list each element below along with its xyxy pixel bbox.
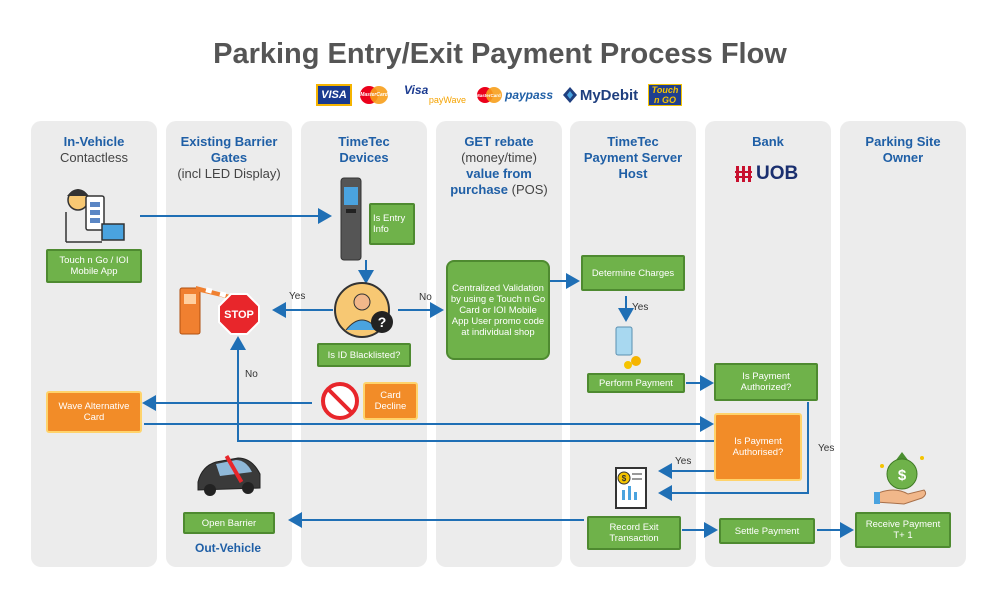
timetec-kiosk-icon: [340, 177, 362, 261]
mastercard-logo: MasterCard: [356, 84, 392, 106]
stop-sign-icon: STOP: [218, 293, 260, 335]
mastercard-circles-icon-2: [476, 87, 502, 103]
is-payment-authorised-box: Is Payment Authorised?: [714, 413, 802, 481]
stop-sign-text: STOP: [224, 309, 254, 321]
visa-paywave-logo: Visa payWave: [404, 83, 466, 105]
money-bag-dollar-text: $: [898, 467, 907, 484]
car-exit-icon: [197, 455, 261, 496]
barrier-gate-icon: [179, 286, 234, 335]
label-yes-authorized: Yes: [818, 443, 835, 454]
card-decline-box: Card Decline: [363, 382, 418, 420]
wave-alternative-card-box: Wave Alternative Card: [46, 391, 142, 433]
touchngo-logo: Touch n GO: [648, 84, 682, 106]
lane-title-barrier: Existing Barrier Gates (incl LED Display…: [177, 134, 281, 181]
arrow-authorised-no-to-stop: [230, 336, 716, 442]
svg-text:?: ?: [378, 314, 387, 330]
visa-logo: VISA: [316, 84, 352, 106]
lane-title-in-vehicle: In-Vehicle Contactless: [60, 134, 128, 165]
is-payment-authorized-box: Is Payment Authorized?: [714, 363, 818, 401]
centralized-validation-box: Centralized Validation by using e Touch …: [446, 260, 550, 360]
record-exit-transaction-box: Record Exit Transaction: [587, 516, 681, 550]
mastercard-circles-icon: [360, 86, 388, 104]
money-bag-hand-icon: $: [874, 452, 927, 505]
driver-with-phone-icon: [65, 189, 125, 243]
lane-barrier-gates: [166, 121, 292, 567]
label-yes-authorised: Yes: [675, 456, 692, 467]
touch-n-go-app-box: Touch n Go / IOI Mobile App: [46, 249, 142, 283]
perform-payment-box: Perform Payment: [587, 373, 685, 393]
mydebit-chevron-icon: [562, 87, 577, 103]
uob-logo: UOB: [735, 162, 805, 186]
security-person-icon: ?: [334, 282, 393, 338]
arrow-authorized-yes-to-record: [658, 402, 809, 501]
lane-title-server: TimeTec Payment Server Host: [583, 134, 683, 181]
lane-title-owner: Parking Site Owner: [865, 134, 941, 165]
out-vehicle-label: Out-Vehicle: [194, 541, 262, 555]
lane-title-devices: TimeTec Devices: [338, 134, 390, 165]
page-title: Parking Entry/Exit Payment Process Flow: [213, 38, 787, 70]
lane-title-rebate: GET rebate (money/time) value from purch…: [450, 134, 548, 197]
label-no-authorised: No: [245, 369, 258, 380]
invoice-dollar-text: $: [622, 474, 627, 483]
lane-title-bank: Bank: [752, 134, 784, 149]
uob-mark-icon: [735, 166, 752, 182]
no-entry-icon: [321, 382, 359, 420]
label-yes-charges: Yes: [632, 302, 649, 313]
label-yes-blacklisted: Yes: [289, 291, 306, 302]
invoice-record-icon: $: [615, 467, 647, 509]
mobile-payment-icon: [615, 326, 641, 369]
receive-payment-box: Receive Payment T+ 1: [855, 512, 951, 548]
entry-info-box: Is Entry Info: [369, 203, 415, 245]
is-id-blacklisted-box: Is ID Blacklisted?: [317, 343, 411, 367]
label-no-blacklisted: No: [419, 292, 432, 303]
settle-payment-box: Settle Payment: [719, 518, 815, 544]
open-barrier-box: Open Barrier: [183, 512, 275, 534]
mastercard-paypass-logo: MasterCard paypass: [474, 84, 554, 106]
mydebit-logo: MyDebit: [560, 84, 640, 106]
determine-charges-box: Determine Charges: [581, 255, 685, 291]
